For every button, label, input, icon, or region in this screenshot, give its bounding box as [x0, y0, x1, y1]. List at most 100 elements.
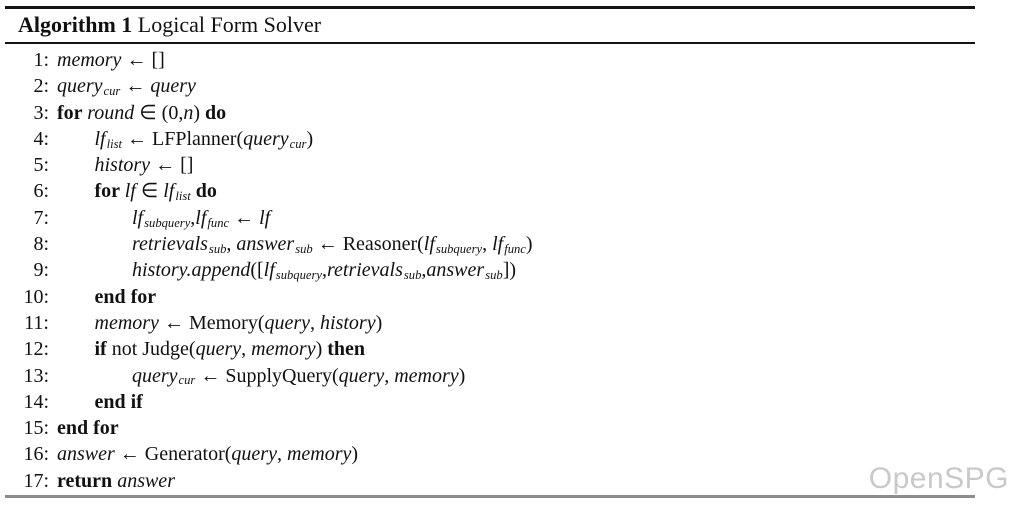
line-number: 13: [23, 364, 49, 387]
code-token: cur [289, 136, 307, 151]
line-content: end for [57, 417, 119, 439]
code-token: ← LFPlanner( [122, 127, 244, 150]
code-token: history [320, 311, 376, 334]
algorithm-line: 8: retrievalssub, answersub ← Reasoner(lf… [15, 231, 975, 257]
algorithm-line: 15:end for [15, 415, 975, 441]
algorithm-line: 13: querycur ← SupplyQuery(query, memory) [15, 363, 975, 389]
code-token: ← Reasoner( [312, 233, 424, 256]
algorithm-line: 7:lfsubquery,lffunc ← lf [15, 205, 975, 231]
code-token: query [150, 75, 196, 98]
code-token: for [94, 180, 125, 203]
line-content: retrievalssub, answersub ← Reasoner(lfsu… [57, 233, 533, 256]
algorithm-line: 6:for lf ∈ lflist do [15, 178, 975, 204]
header-rule [5, 42, 975, 44]
code-token: not Judge( [106, 338, 196, 361]
line-number: 9: [33, 259, 49, 282]
code-token: lf [423, 233, 435, 256]
code-token: , [310, 311, 321, 334]
algorithm-label: Algorithm 1 [18, 12, 133, 37]
code-token: memory [57, 49, 122, 71]
algorithm-line: 16:answer ← Generator(query, memory) [15, 441, 975, 467]
code-token: , [421, 259, 427, 282]
code-token: ]) [502, 259, 517, 282]
code-token: retrievals [326, 259, 403, 282]
code-token: do [190, 180, 217, 203]
code-token: cur [103, 84, 121, 99]
algorithm-header: Algorithm 1 Logical Form Solver [5, 9, 975, 42]
code-token: query [264, 311, 311, 334]
code-token: ) [458, 364, 466, 387]
code-token: sub [485, 268, 503, 283]
code-token: list [175, 189, 191, 204]
code-token: , [384, 364, 395, 387]
line-number: 8: [33, 233, 49, 256]
code-token: lf [263, 259, 275, 282]
code-token: query [243, 127, 289, 150]
algorithm-line: 3:for round ∈ (0,n) do [15, 100, 975, 126]
line-content: end if [57, 391, 143, 413]
line-content: lflist ← LFPlanner(querycur) [57, 127, 314, 151]
algorithm-line: 2:querycur ← query [15, 73, 975, 99]
code-token: lf [124, 180, 136, 203]
algorithm-line: 1: memory ← [] [15, 47, 975, 73]
code-token: lf [259, 206, 271, 229]
algorithm-line: 9:history.append([lfsubquery,retrievalss… [15, 257, 975, 283]
line-content: lfsubquery,lffunc ← lf [57, 206, 271, 230]
code-token: ) [375, 311, 383, 334]
code-token: n [183, 101, 194, 124]
line-number: 2: [33, 75, 49, 98]
line-number: 16: [23, 443, 49, 466]
code-token: answer [57, 443, 115, 466]
code-token: sub [403, 268, 422, 283]
code-token: query [195, 338, 242, 361]
code-token: return [57, 469, 118, 492]
line-content: for lf ∈ lflist do [57, 180, 217, 204]
code-token: ) [306, 127, 314, 150]
code-token: subquery [144, 215, 191, 230]
code-token: lf [94, 127, 106, 150]
code-token: subquery [435, 241, 483, 256]
code-token: end for [57, 417, 119, 440]
code-token: lf [195, 206, 207, 229]
code-token: memory [286, 443, 352, 466]
line-content: history.append([lfsubquery,retrievalssub… [57, 259, 517, 283]
openspg-watermark: OpenSPG [868, 462, 1009, 495]
code-token: ) [193, 101, 205, 124]
line-content: querycur ← SupplyQuery(query, memory) [57, 364, 466, 388]
code-token: , [276, 443, 287, 466]
code-token: query [231, 443, 277, 466]
code-token: ← [120, 75, 151, 98]
code-token: lf [132, 206, 144, 229]
line-content: history ← [] [57, 154, 194, 176]
line-content: return answer [57, 470, 175, 492]
code-token: ) [525, 233, 533, 256]
code-token: ← Memory( [158, 311, 265, 334]
algorithm-line: 4: lflist ← LFPlanner(querycur) [15, 126, 975, 152]
code-token: end for [94, 285, 157, 308]
top-rule [5, 6, 975, 9]
line-number: 3: [33, 101, 49, 124]
code-token: memory [251, 338, 316, 361]
code-token: retrievals [132, 233, 208, 256]
line-number: 1: [33, 49, 49, 71]
line-number: 11: [24, 311, 49, 334]
code-token: list [106, 136, 123, 151]
code-token: if [94, 338, 107, 361]
code-token: ← [] [121, 49, 165, 71]
code-token: do [205, 101, 227, 124]
code-token: ∈ (0, [134, 101, 184, 124]
line-content: querycur ← query [57, 75, 196, 99]
code-token: for [57, 101, 88, 124]
line-number: 12: [23, 338, 49, 361]
algorithm-line: 14:end if [15, 389, 975, 415]
code-token: ← SupplyQuery( [195, 364, 339, 387]
line-content: memory ← Memory(query, history) [57, 311, 383, 334]
code-token: sub [208, 241, 227, 256]
code-token: ← [229, 206, 260, 229]
algorithm-line: 12:if not Judge(query, memory) then [15, 336, 975, 362]
line-number: 4: [33, 127, 49, 150]
algorithm-line: 17:return answer [15, 468, 975, 494]
code-token: func [207, 215, 230, 230]
code-token: , [321, 259, 327, 282]
